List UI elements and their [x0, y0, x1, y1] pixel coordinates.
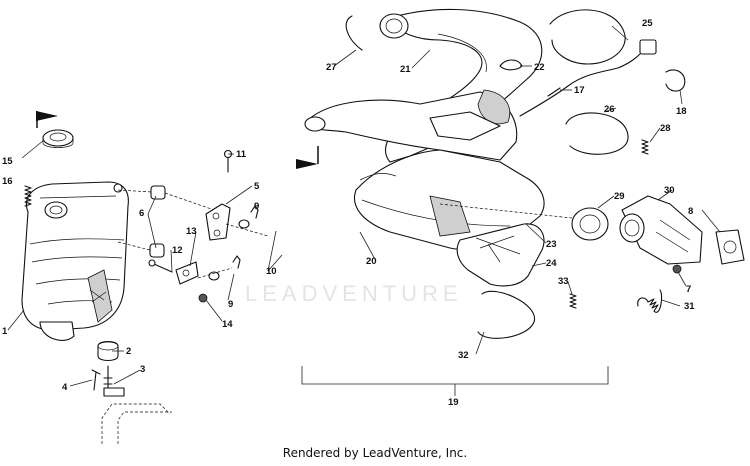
callout-22: 22: [534, 62, 545, 73]
callout-14: 14: [222, 319, 233, 330]
callout-1: 1: [2, 326, 8, 337]
callout-28: 28: [660, 123, 671, 134]
callout-9-lower: 9: [228, 299, 233, 310]
watermark: LEADVENTURE: [245, 281, 463, 306]
callout-7: 7: [686, 284, 691, 295]
callout-21: 21: [400, 64, 411, 75]
direction-arrow-left: [36, 111, 58, 128]
direction-arrow-right: [296, 146, 319, 169]
expansion-chamber: [304, 8, 545, 251]
callout-numbers: 1 2 3 4 5 6 7 8 9 9 10 11 12 13 14 15 16…: [2, 18, 695, 408]
callout-33: 33: [558, 276, 569, 287]
heat-shield-24: [456, 223, 545, 287]
callout-17: 17: [574, 85, 585, 96]
manifold-gasket-8: [715, 229, 745, 265]
exhaust-seal-29: [439, 203, 609, 241]
callout-2: 2: [126, 346, 131, 357]
callout-27: 27: [326, 62, 337, 73]
callout-19: 19: [448, 397, 459, 408]
muffler-body: [21, 181, 129, 341]
callout-29: 29: [614, 191, 625, 202]
callout-32: 32: [458, 350, 469, 361]
callout-18: 18: [676, 106, 687, 117]
callout-6: 6: [139, 208, 144, 219]
springs-28-33: [569, 139, 649, 309]
callout-11: 11: [236, 149, 247, 160]
callout-8: 8: [688, 206, 693, 217]
callout-16: 16: [2, 176, 13, 187]
o2-sensor-harness: [519, 39, 657, 117]
callout-24: 24: [546, 258, 557, 269]
callout-25: 25: [642, 18, 653, 29]
band-clamps: [345, 9, 686, 339]
mounting-bracket: [175, 203, 231, 285]
callout-5: 5: [254, 181, 260, 192]
rubber-mounts: [117, 185, 221, 258]
callout-12: 12: [172, 245, 183, 256]
callout-26: 26: [604, 104, 615, 115]
leader-lines: [7, 25, 721, 396]
exhaust-manifold-30: [619, 195, 703, 265]
callout-9-upper: 9: [254, 201, 259, 212]
muffler-grommet: [42, 129, 74, 148]
tension-spring-16: [24, 185, 32, 207]
callout-20: 20: [366, 256, 377, 267]
callout-15: 15: [2, 156, 13, 167]
frame-rail-ghost: [101, 403, 172, 444]
diagram-canvas: LEADVENTURE: [2, 8, 745, 444]
callout-3: 3: [140, 364, 145, 375]
callout-13: 13: [186, 226, 197, 237]
manifold-nut-7: [672, 264, 682, 274]
callout-30: 30: [664, 185, 675, 196]
manifold-spring-31: [637, 289, 663, 313]
callout-10: 10: [266, 266, 277, 277]
footer-credit: Rendered by LeadVenture, Inc.: [282, 446, 468, 460]
callout-23: 23: [546, 239, 557, 250]
callout-31: 31: [684, 301, 695, 312]
callout-4: 4: [62, 382, 68, 393]
muffler-mount-lower: [91, 340, 125, 397]
